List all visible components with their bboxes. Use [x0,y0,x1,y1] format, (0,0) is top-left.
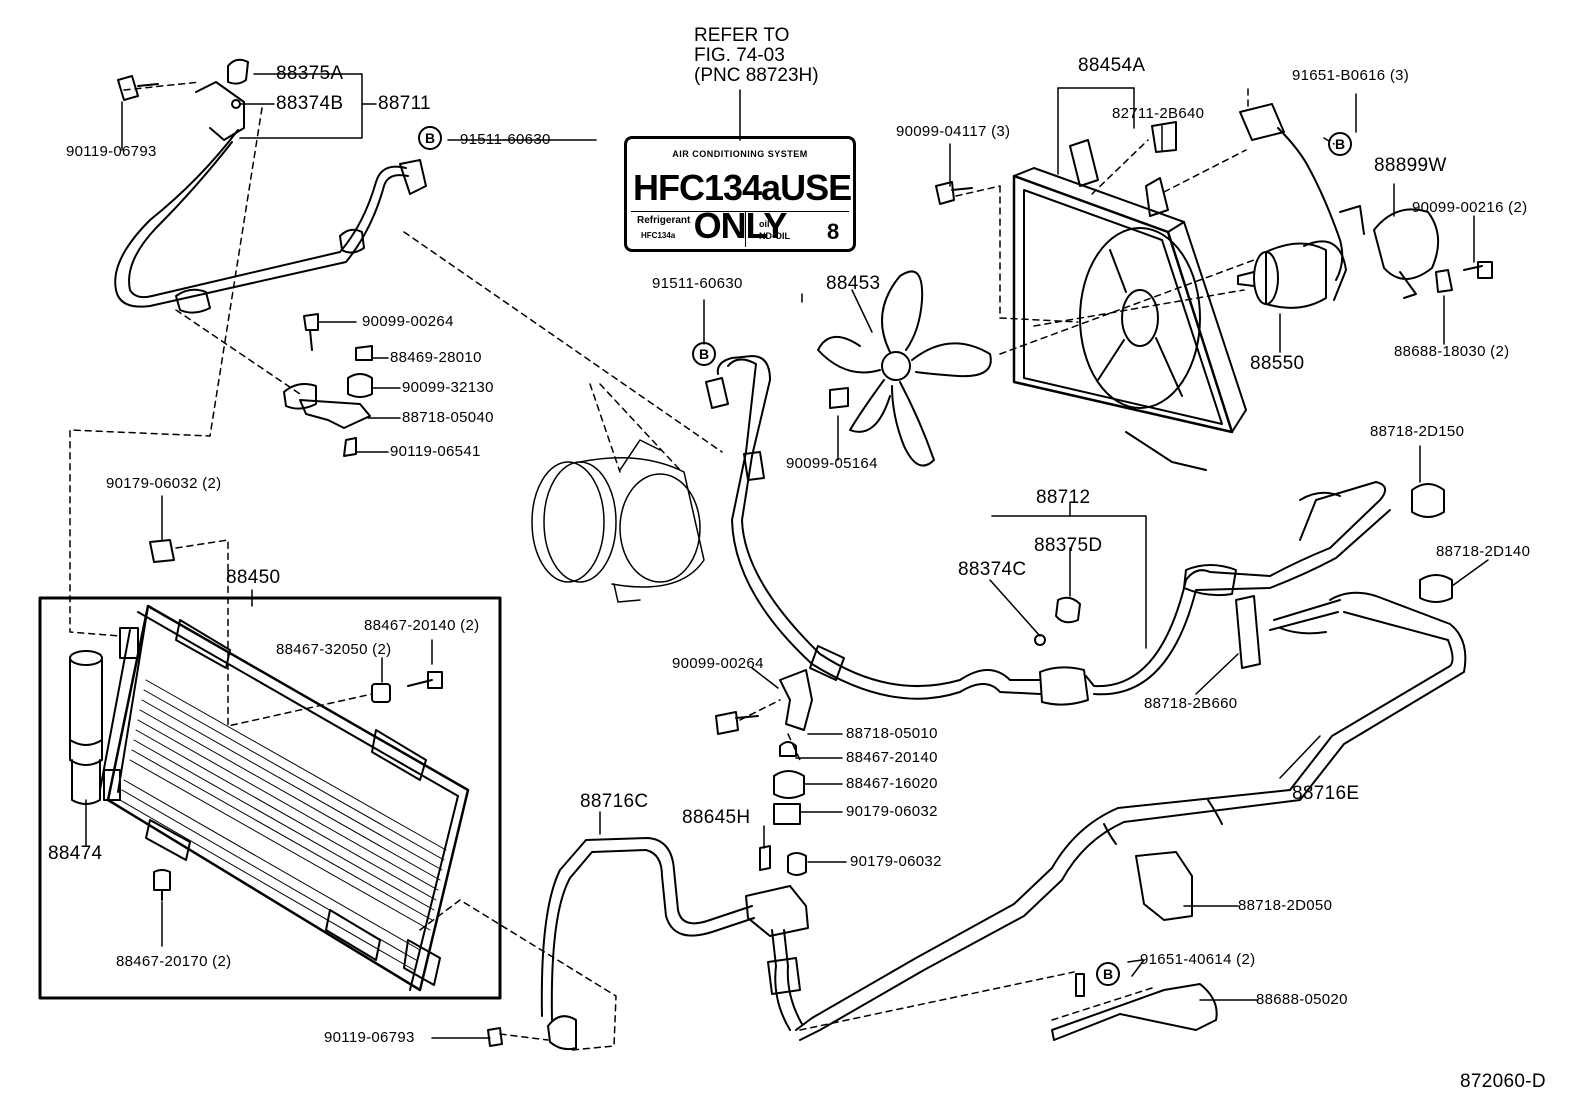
receiver-dryer [69,650,103,805]
refer-line2: FIG. 74-03 [694,45,785,66]
callout-90179-06032-2: 90179-06032 (2) [106,475,222,492]
label-card-divider [631,211,849,212]
callout-90099-05164: 90099-05164 [786,455,878,472]
condenser-box [38,596,502,1000]
wire-connector [1239,103,1493,299]
fan-shroud [935,121,1247,471]
callout-90099-32130: 90099-32130 [402,379,494,396]
callout-88712: 88712 [1036,487,1091,508]
callout-90099-00264-mid: 90099-00264 [672,655,764,672]
callout-88467-20170-2: 88467-20170 (2) [116,953,232,970]
callout-82711-2B640: 82711-2B640 [1112,105,1205,122]
callout-90179-06032-a: 90179-06032 [850,853,942,870]
callout-88467-32050-2: 88467-32050 (2) [276,641,392,658]
solid-leaders [85,73,1489,1039]
discharge-hose-top [114,58,427,314]
callout-88716E: 88716E [1292,783,1360,804]
refrigerant-label-card: AIR CONDITIONING SYSTEM HFC134aUSE ONLY … [624,136,856,252]
callout-88375D: 88375D [1034,535,1103,556]
condenser-shape [99,604,470,992]
label-card-oil-qty: 8 [827,219,840,244]
liquid-tube-lower [487,837,809,1051]
refer-line3: (PNC 88723H) [694,65,819,86]
callout-88718-2B660: 88718-2B660 [1144,695,1238,712]
callout-88467-20140-2: 88467-20140 (2) [364,617,480,634]
callout-90119-06793-top: 90119-06793 [66,143,157,160]
callout-91511-60630-top: 91511-60630 [460,131,551,148]
callout-88474: 88474 [48,843,103,864]
callout-90119-06541: 90119-06541 [390,443,481,460]
callout-88688-05020: 88688-05020 [1256,991,1348,1008]
fan [817,270,992,467]
bracket-88718-05040 [149,313,373,563]
center-bracket-stack [715,669,813,825]
callout-91651-40614-2: 91651-40614 (2) [1140,951,1256,968]
callout-88645H: 88645H [682,807,751,828]
callout-88467-16020: 88467-16020 [846,775,938,792]
label-card-refrigerant-label: Refrigerant [637,215,691,226]
callout-88718-2D150: 88718-2D150 [1370,423,1465,440]
refer-line1: REFER TO [694,25,790,46]
callout-88711: 88711 [378,93,431,114]
marker-b: B [1328,132,1352,156]
label-card-main: HFC134aUSE ONLY [633,167,852,246]
marker-b: B [418,126,442,150]
marker-b: B [1096,962,1120,986]
liquid-tube [795,591,1467,1041]
right-small-parts [1051,483,1453,1041]
callout-88718-05010: 88718-05010 [846,725,938,742]
figure-number: 872060-D [1460,1071,1546,1092]
dashed-leaders [69,81,1335,1051]
label-card-oil-value: ND-OIL [759,231,790,241]
label-card-header: AIR CONDITIONING SYSTEM [672,149,808,159]
callout-88374B: 88374B [276,93,344,114]
fan-motor [1237,240,1347,309]
callout-90119-06793-bottom: 90119-06793 [324,1029,415,1046]
callout-88550: 88550 [1250,353,1305,374]
marker-b: B [692,342,716,366]
callout-88467-20140: 88467-20140 [846,749,938,766]
callout-88454A: 88454A [1078,55,1146,76]
suction-hose [705,355,1391,706]
callout-88716C: 88716C [580,791,649,812]
refer-note: REFER TO FIG. 74-03 (PNC 88723H) [694,26,819,86]
callout-90099-00216-2: 90099-00216 (2) [1412,199,1528,216]
callout-88374C: 88374C [958,559,1027,580]
pipe-flange [767,929,803,1031]
callout-90179-06032-b: 90179-06032 [846,803,938,820]
condenser-bolts [153,671,443,901]
callout-88453: 88453 [826,273,881,294]
compressor [531,439,705,603]
callout-88718-05040: 88718-05040 [402,409,494,426]
callout-88718-2D140: 88718-2D140 [1436,543,1531,560]
callout-88450: 88450 [226,567,281,588]
label-card-oil-label: oil [759,219,770,229]
callout-91511-60630-mid: 91511-60630 [652,275,743,292]
callout-90099-00264-top: 90099-00264 [362,313,454,330]
callout-91651-B0616-3: 91651-B0616 (3) [1292,67,1410,84]
callout-88375A: 88375A [276,63,344,84]
callout-88469-28010: 88469-28010 [390,349,482,366]
label-card-refrigerant-value: HFC134a [641,231,676,240]
callout-88688-18030-2: 88688-18030 (2) [1394,343,1510,360]
callout-90099-04117-3: 90099-04117 (3) [896,123,1011,140]
callout-88718-2D050: 88718-2D050 [1238,897,1333,914]
label-card-vdivider [745,211,746,247]
callout-88899W: 88899W [1374,155,1447,176]
